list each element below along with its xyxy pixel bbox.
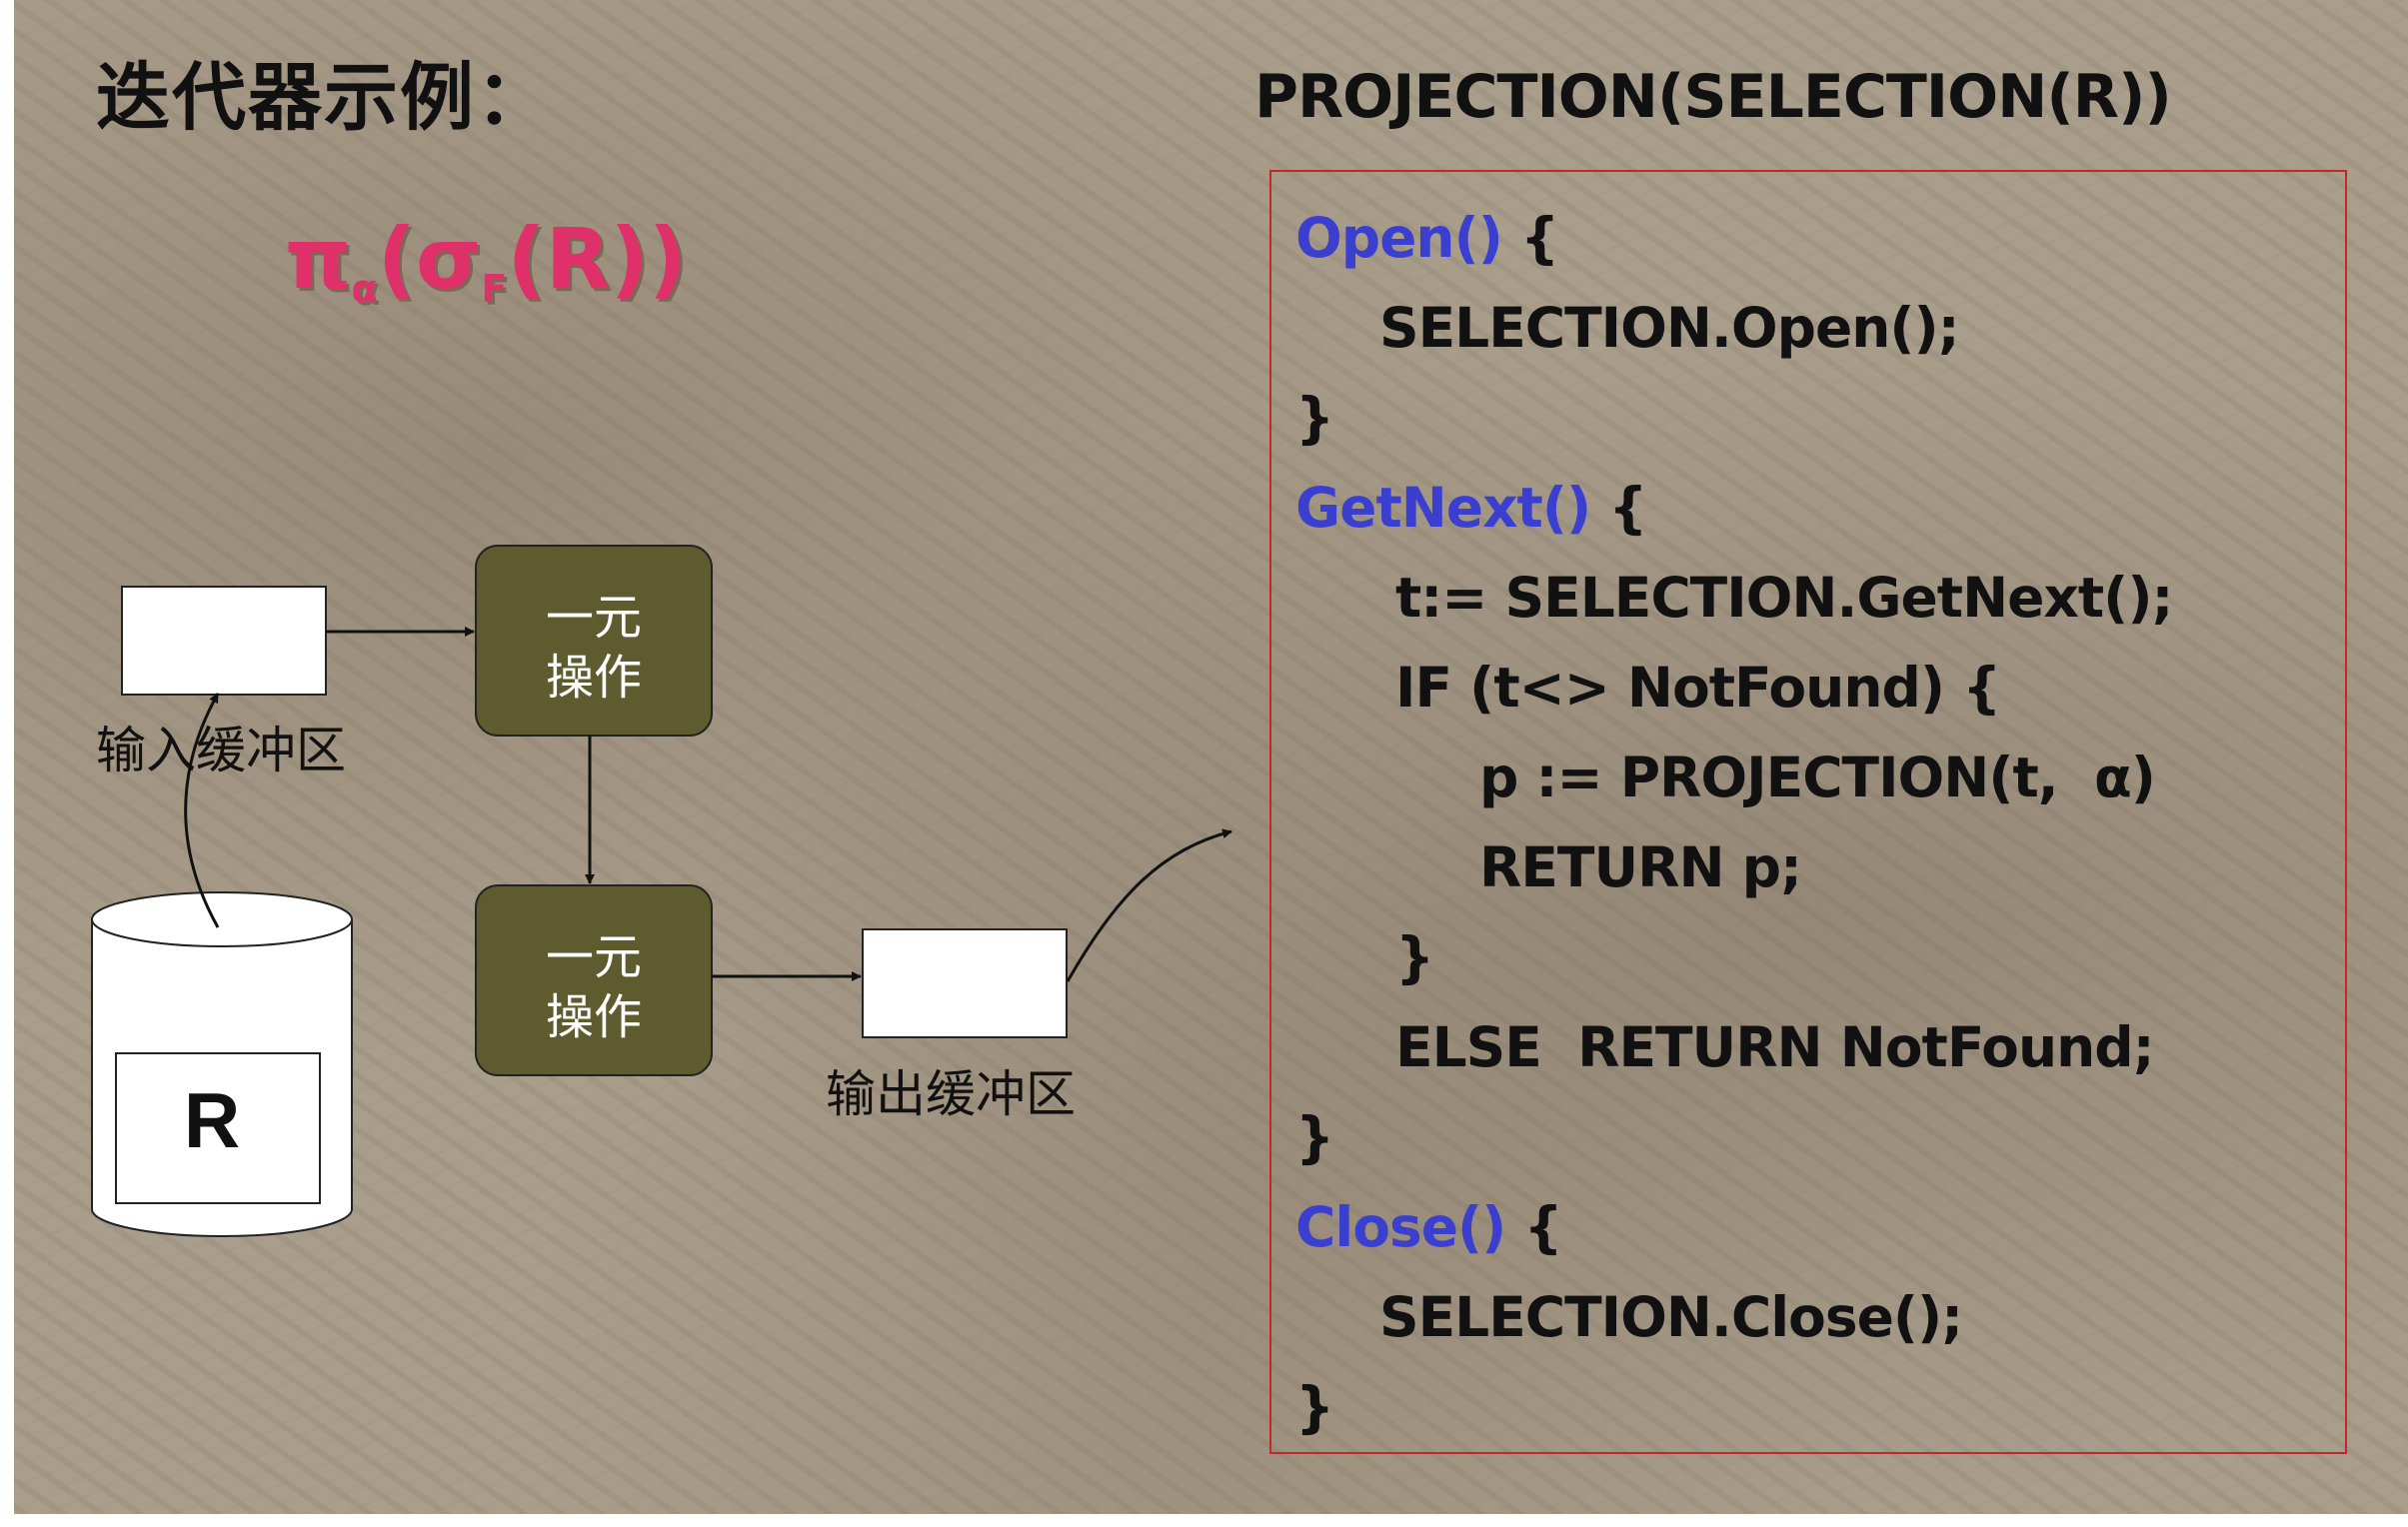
- code-line-if: IF (t<> NotFound) {: [1395, 656, 2001, 720]
- code-line-t-assign: t:= SELECTION.GetNext();: [1395, 566, 2173, 630]
- formula-sigma: σ: [415, 210, 482, 308]
- code-open-brace: {: [1501, 206, 1559, 270]
- code-line-return-p: RETURN p;: [1479, 835, 1802, 899]
- code-keyword-close: Close(): [1295, 1195, 1506, 1259]
- code-heading: PROJECTION(SELECTION(R)): [1254, 62, 2172, 132]
- formula-open-paren: (: [377, 210, 416, 308]
- slide-left-edge: [0, 0, 14, 1527]
- relation-box: [115, 1052, 321, 1204]
- code-line-close-brace-1: }: [1295, 386, 1334, 450]
- unary-operator-1-line2: 操作: [546, 650, 642, 706]
- code-line-close-brace-2: }: [1295, 1105, 1334, 1169]
- code-keyword-open: Open(): [1295, 206, 1503, 270]
- code-close-brace-open: {: [1505, 1195, 1562, 1259]
- code-line-close-brace-3: }: [1295, 1375, 1334, 1439]
- relation-label: R: [184, 1076, 240, 1164]
- code-line-selection-close: SELECTION.Close();: [1379, 1285, 1963, 1349]
- code-keyword-getnext: GetNext(): [1295, 476, 1591, 540]
- code-line-open: Open() {: [1295, 206, 1559, 270]
- unary-operator-2: [475, 884, 713, 1076]
- arrow-relation-to-input: [184, 693, 220, 928]
- unary-operator-1-line1: 一元: [546, 590, 642, 646]
- code-line-p-assign: p := PROJECTION(t, α): [1479, 746, 2156, 809]
- code-box: [1269, 170, 2347, 1454]
- code-line-close: Close() {: [1295, 1195, 1563, 1259]
- formula-pi: π: [285, 210, 352, 308]
- slide-bottom-edge: [0, 1514, 2408, 1527]
- code-getnext-brace: {: [1590, 476, 1647, 540]
- formula-pi-subscript: α: [351, 267, 378, 311]
- unary-operator-1: [475, 545, 713, 737]
- code-line-getnext: GetNext() {: [1295, 476, 1647, 540]
- output-buffer-label: 输出缓冲区: [826, 1065, 1076, 1123]
- code-line-close-brace-if: }: [1395, 925, 1434, 989]
- input-buffer-box: [121, 586, 327, 696]
- formula-sigma-subscript: F: [481, 267, 508, 311]
- unary-operator-2-line1: 一元: [546, 929, 642, 985]
- output-buffer-box: [862, 928, 1068, 1038]
- input-buffer-label: 输入缓冲区: [96, 722, 346, 779]
- slide-title: 迭代器示例：: [96, 55, 552, 141]
- code-line-selection-open: SELECTION.Open();: [1379, 296, 1960, 360]
- formula-rest: (R)): [507, 210, 688, 308]
- code-line-else: ELSE RETURN NotFound;: [1395, 1015, 2155, 1079]
- arrow-output-to-code: [1066, 828, 1232, 982]
- relational-algebra-formula: πα(σF(R)): [285, 210, 687, 311]
- unary-operator-2-line2: 操作: [546, 989, 642, 1045]
